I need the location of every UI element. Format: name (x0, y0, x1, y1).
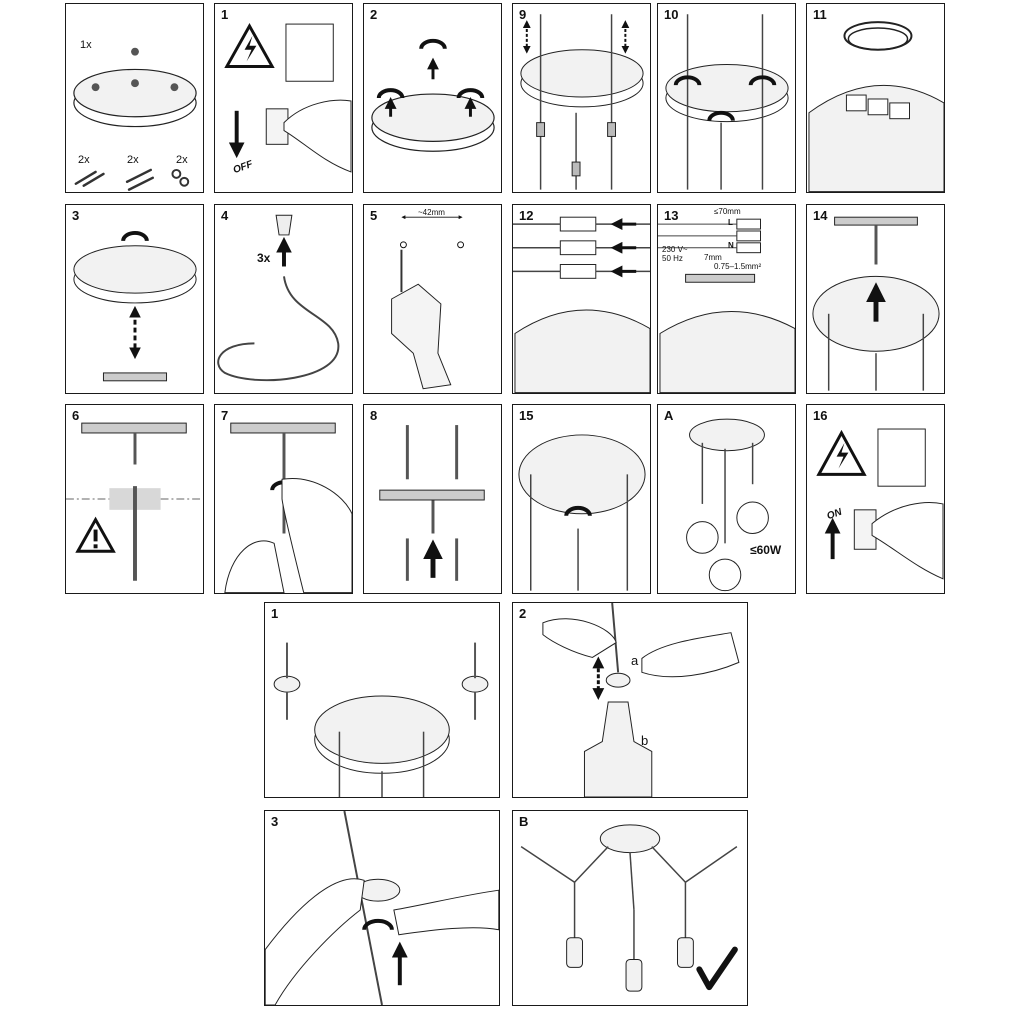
step-number: 4 (221, 208, 229, 223)
step-number: A (664, 408, 674, 423)
panel-step-14: 14 (806, 204, 945, 394)
step-3-drawing (73, 231, 197, 382)
parts-qty-washers: 2x (176, 154, 188, 166)
step-11-drawing (808, 21, 944, 192)
b-step-1-drawing (273, 642, 489, 797)
wiring-drawing (658, 218, 795, 393)
step-number: 9 (519, 7, 527, 22)
power-off-drawing (224, 23, 352, 173)
step-number: 13 (664, 208, 679, 223)
step-number: 3 (271, 814, 279, 829)
power-on-drawing (816, 428, 944, 580)
step-2-drawing (371, 38, 495, 152)
parts-drawing (73, 47, 197, 191)
b-step-2-drawing (542, 603, 740, 797)
panel-step-4: 4 3x (214, 204, 353, 394)
b-step-3-drawing (265, 811, 499, 1005)
step-12-drawing (513, 216, 650, 393)
label-a: a (631, 653, 639, 668)
step-number: 15 (519, 408, 534, 423)
step-number: B (519, 814, 529, 829)
step-15-drawing (518, 434, 646, 591)
panel-b-step-1: 1 (264, 602, 500, 798)
panel-b-step-2: 2 a b (512, 602, 748, 798)
step-10-drawing (665, 14, 789, 190)
panel-step-3: 3 (65, 204, 204, 394)
distance-label: ~42mm (418, 208, 445, 217)
panel-step-5-drill: 5 ~42mm (363, 204, 502, 394)
step-7-drawing (224, 422, 352, 593)
step-number: 8 (370, 408, 378, 423)
step-number: 16 (813, 408, 828, 423)
panel-step-11: 11 (806, 3, 945, 193)
step-number: 1 (271, 606, 279, 621)
parts-qty-screws: 2x (127, 154, 139, 166)
panel-step-9: 9 (512, 3, 651, 193)
step-number: 10 (664, 7, 679, 22)
panel-step-8: 8 (363, 404, 502, 594)
step-number: 2 (370, 7, 378, 22)
panel-step-a-bulbs: A ≤60W (657, 404, 796, 594)
panel-step-10: 10 (657, 3, 796, 193)
panel-step-7: 7 (214, 404, 353, 594)
voltage-label: 230 V~ (662, 245, 688, 254)
panel-step-12: 12 (512, 204, 651, 394)
drill-drawing (391, 215, 465, 390)
parts-qty-plate: 1x (80, 39, 92, 51)
panel-b-final: B (512, 810, 748, 1006)
panel-parts: 1x 2x 2x 2x (65, 3, 204, 193)
step-number: 5 (370, 208, 378, 223)
step-number: 14 (813, 208, 828, 223)
step-number: 1 (221, 7, 229, 22)
step-number: 2 (519, 606, 527, 621)
bare-length-label: 7mm (704, 253, 722, 262)
qty-label: 3x (257, 251, 271, 265)
bulbs-drawing (686, 418, 769, 592)
panel-step-2: 2 (363, 3, 502, 193)
step-number: 6 (72, 408, 80, 423)
panel-step-13-wiring: 13 ≤70mm L N 230 V~ 50 Hz 7mm 0.75–1.5mm… (657, 204, 796, 394)
strip-length-label: ≤70mm (714, 207, 741, 216)
step-8-drawing (379, 425, 485, 581)
step-4-drawing (217, 214, 340, 382)
step-9-drawing (520, 14, 644, 190)
step-number: 11 (813, 7, 827, 22)
parts-qty-plugs: 2x (78, 154, 90, 166)
label-b: b (641, 733, 649, 748)
cross-section-label: 0.75–1.5mm² (714, 262, 762, 271)
panel-step-16-power-on: 16 ON (806, 404, 945, 594)
step-14-drawing (812, 216, 940, 391)
panel-step-6: 6 (65, 404, 204, 594)
step-number: 7 (221, 408, 229, 423)
step-number: 3 (72, 208, 80, 223)
panel-step-1-power-off: 1 OFF (214, 3, 353, 193)
step-6-drawing (66, 422, 203, 581)
step-number: 12 (519, 208, 534, 223)
wattage-label: ≤60W (750, 543, 782, 557)
panel-step-15: 15 (512, 404, 651, 594)
live-label: L (728, 218, 733, 227)
neutral-label: N (728, 241, 734, 250)
b-final-drawing (520, 824, 738, 992)
frequency-label: 50 Hz (662, 254, 683, 263)
panel-b-step-3: 3 (264, 810, 500, 1006)
